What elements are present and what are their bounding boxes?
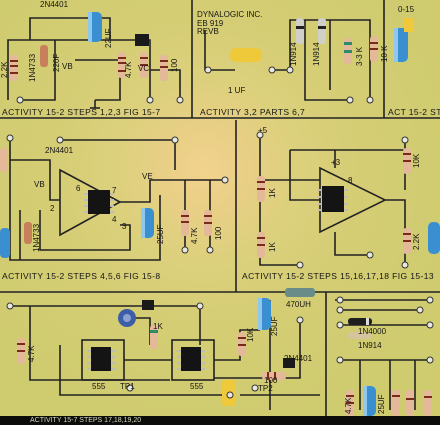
label-chip-555-b: 555: [190, 382, 204, 391]
diodes: [24, 18, 372, 339]
label-edge-text: ACTIVITY 15-7 STEPS 17,18,19,20: [30, 417, 142, 424]
label-vb-mid: VB: [34, 180, 45, 189]
label-diode-b: 1N914: [312, 42, 321, 66]
label-pin-7: 7: [112, 186, 117, 195]
label-zener-top: 1N4733: [28, 53, 37, 82]
label-res-10k-right: 10K: [412, 153, 421, 168]
label-plus-5: +5: [258, 126, 268, 135]
label-cap-25uf-mid: 25UF: [156, 224, 165, 244]
label-zener-mid: 1N4733: [32, 223, 41, 252]
label-pin-4: 4: [112, 215, 117, 224]
label-res-10k-low: 10K: [246, 327, 255, 342]
label-cap-22uf: 22UF: [104, 28, 113, 48]
label-res-100-low: 100: [264, 376, 278, 385]
label-res-1k-a: 1K: [268, 188, 277, 198]
label-ve-mid: VE: [142, 172, 153, 181]
label-res-4-7k-low: 4.7K: [27, 345, 36, 362]
label-res-100-mid: 100: [214, 226, 223, 240]
label-res-2-2k-right: 2.2K: [412, 233, 421, 250]
label-res-4-7k-top: 4.7K: [124, 61, 133, 78]
capacitors: [0, 12, 440, 416]
label-top-right-fragment: 0-15: [398, 5, 415, 14]
label-trans-low: 2N4401: [284, 354, 313, 363]
label-pin-8: 8: [348, 176, 353, 185]
label-pot-1k: 1K: [153, 322, 163, 331]
label-cap-25uf-low: 25UF: [270, 316, 279, 336]
label-diode-a: 1N914: [289, 42, 298, 66]
label-res-470uh: 470UH: [286, 300, 311, 309]
transistors: [118, 34, 295, 368]
label-res-4-7k-br: 4.7K: [344, 397, 353, 414]
label-pin-3: 3: [122, 222, 127, 231]
label-res-100-top: 100: [170, 58, 179, 72]
label-tp2: TP2: [258, 384, 273, 393]
pads: [6, 66, 434, 399]
label-diode-914-low: 1N914: [358, 341, 382, 350]
label-activity-4: ACTIVITY 15-2 STEPS 4,5,6 FIG 15-8: [2, 271, 161, 281]
label-vb-top: VB: [62, 62, 73, 71]
label-activity-5: ACTIVITY 15-2 STEPS 15,16,17,18 FIG 15-1…: [242, 271, 434, 281]
label-top-fragment: 2N4401: [40, 0, 69, 9]
label-trans-mid: 2N4401: [45, 146, 74, 155]
label-pin-6: 6: [76, 184, 81, 193]
label-activity-1: ACTIVITY 15-2 STEPS 1,2,3 FIG 15-7: [2, 107, 161, 117]
label-res-10k-top: 10 K: [380, 45, 389, 62]
label-res-3-3k: 3-3 K: [355, 46, 364, 66]
label-res-4-7k-mid: 4.7K: [190, 227, 199, 244]
label-cap-25uf-br: 25UF: [377, 394, 386, 414]
label-chip-555-a: 555: [92, 382, 106, 391]
board-edge: ACTIVITY 15-7 STEPS 17,18,19,20: [0, 416, 440, 425]
resistors: [0, 36, 432, 416]
label-brand: DYNALOGIC INC.: [197, 10, 263, 19]
label-model: EB 919: [197, 19, 224, 28]
label-tp1: TP1: [120, 382, 135, 391]
label-activity-2: ACTIVITY 3,2 PARTS 6,7: [200, 107, 306, 117]
label-revision: REVB: [197, 27, 219, 36]
ic-chips: [84, 186, 348, 371]
label-cap-1uf: 1 UF: [228, 86, 246, 95]
label-res-1k-b: 1K: [268, 242, 277, 252]
label-res-2-2k: 2.2K: [0, 61, 9, 78]
label-cap-220uf: 220F: [52, 53, 61, 72]
label-vc-top: VC: [138, 64, 150, 73]
label-activity-3: ACT 15-2 ST: [388, 107, 440, 117]
label-pin-2: 2: [50, 204, 55, 213]
label-diode-4000: 1N4000: [358, 327, 387, 336]
label-plus-3: +3: [331, 158, 341, 167]
